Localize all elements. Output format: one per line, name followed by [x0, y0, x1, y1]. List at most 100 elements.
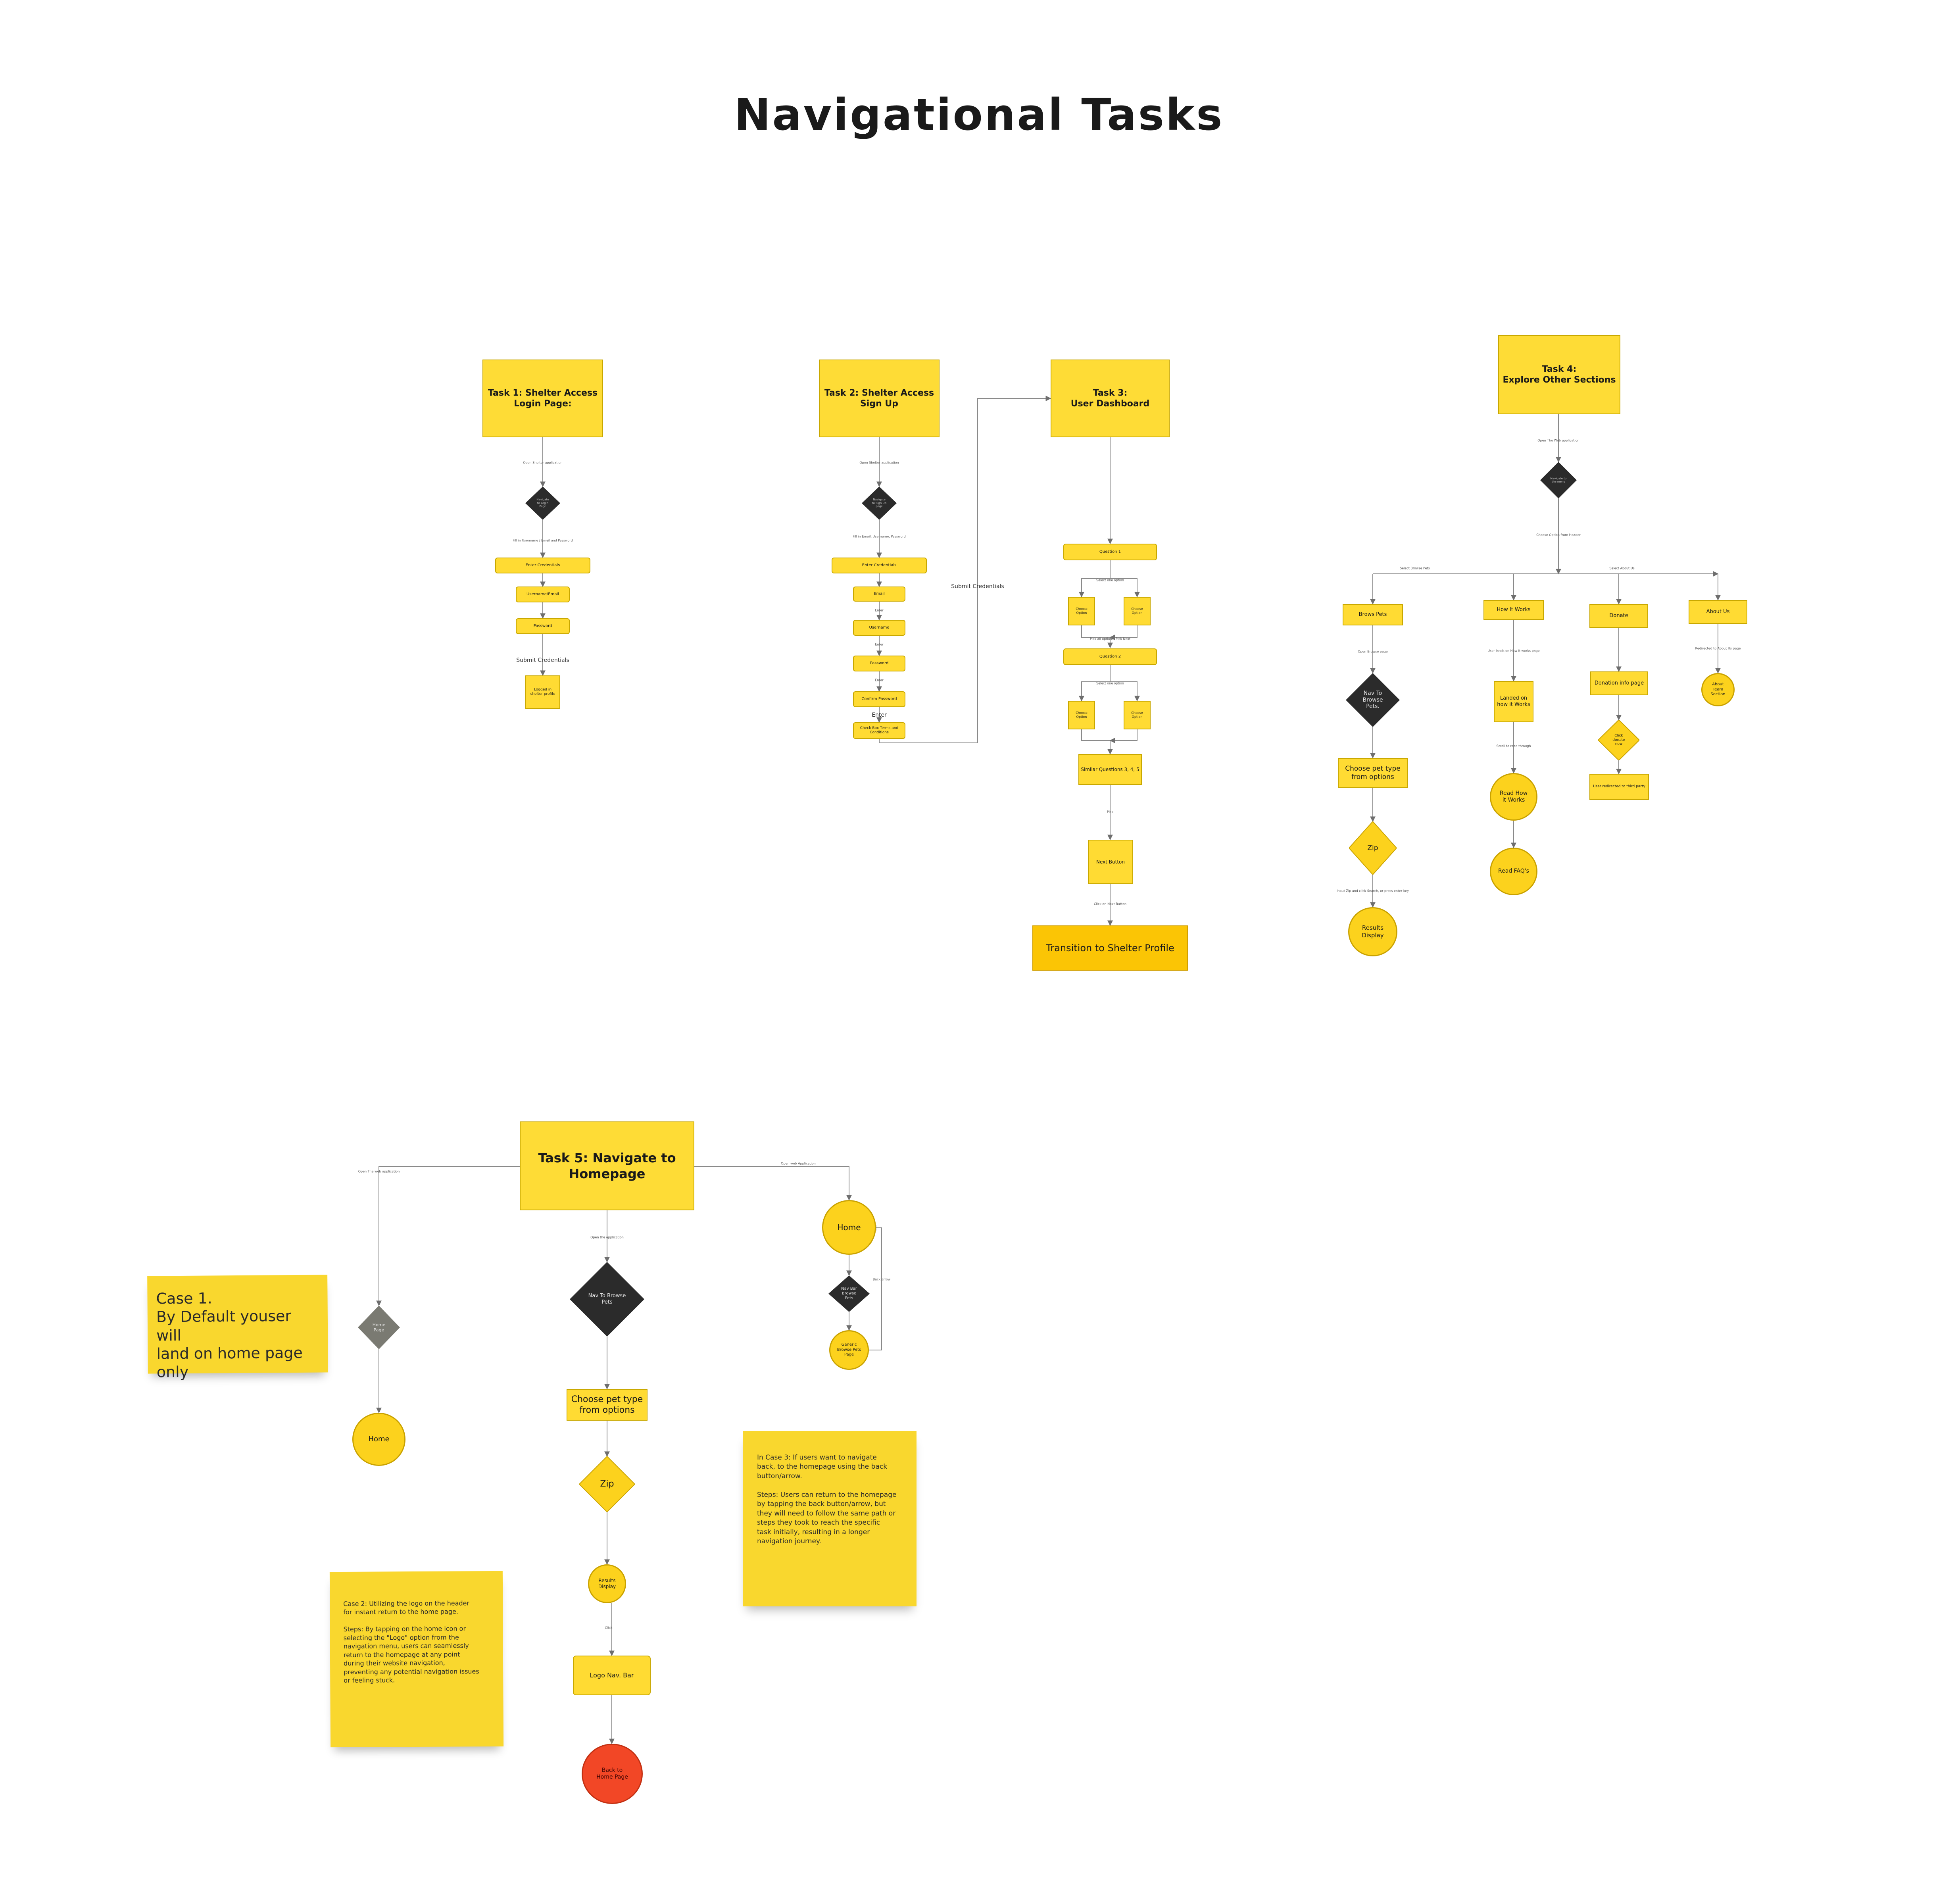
task3-transition[interactable]: Transition to Shelter Profile [1032, 925, 1188, 971]
task5-back-home-page[interactable]: Back to Home Page [582, 1744, 643, 1804]
task1-navigate-decision[interactable]: Navigate to Login Page [525, 487, 560, 520]
task2-username-field[interactable]: Username [853, 620, 905, 636]
task2-decision-label: Navigate to Sign Up page [872, 498, 887, 508]
edge [376, 1166, 520, 1306]
task3-next-button[interactable]: Next Button [1088, 840, 1133, 884]
task2-password-field[interactable]: Password [853, 656, 905, 671]
task1-password-field[interactable]: Password [516, 618, 570, 634]
sticky-note-case3[interactable]: In Case 3: If users want to navigate bac… [743, 1431, 917, 1606]
task3-choose-label-1: Choose Option [1076, 607, 1088, 615]
task2-terms-checkbox[interactable]: Check Box Terms and Conditions [853, 722, 905, 739]
task4-read-faq[interactable]: Read FAQ's [1490, 848, 1537, 895]
task2-enter-label-3: Enter [875, 678, 884, 682]
task4-redirect-third-party[interactable]: User redirected to third party [1589, 774, 1649, 800]
task3-title: Task 3: User Dashboard [1070, 388, 1150, 409]
case1-text: Case 1. By Default youser will land on h… [156, 1289, 303, 1381]
task4-donation-info[interactable]: Donation info page [1590, 671, 1648, 695]
task3-q1-option-b[interactable]: Choose Option [1124, 597, 1151, 625]
task5-logo-nav-bar[interactable]: Logo Nav. Bar [573, 1656, 651, 1695]
task3-q2-option-b[interactable]: Choose Option [1124, 701, 1151, 729]
task1-open-label: Open Shelter application [523, 461, 563, 465]
task2-email-field[interactable]: Email [853, 587, 905, 602]
task4-title-box[interactable]: Task 4: Explore Other Sections [1498, 335, 1620, 414]
task5-home-right[interactable]: Home [822, 1200, 876, 1255]
task1-logged-label: Logged in shelter profile [530, 687, 555, 696]
task4-choose-pet-type[interactable]: Choose pet type from options [1338, 758, 1408, 788]
task4-landed-label: Landed on how it Works [1497, 695, 1530, 708]
task4-menu-decision[interactable]: Navigate to the menu [1540, 462, 1577, 498]
task2-enter-label: Enter Credentials [862, 563, 897, 567]
task4-donate-label: Donate [1609, 612, 1628, 619]
task2-confirm-label: Confirm Password [861, 696, 897, 701]
task4-click-donate-label: Click donate now [1612, 733, 1625, 746]
task4-donate[interactable]: Donate [1589, 604, 1648, 628]
task2-navigate-decision[interactable]: Navigate to Sign Up page [862, 487, 897, 520]
sticky-note-case1[interactable]: Case 1. By Default youser will land on h… [147, 1275, 328, 1381]
task5-nav-browse-decision[interactable]: Nav To Browse Pets [570, 1262, 644, 1337]
task4-browse-pets[interactable]: Brows Pets [1343, 604, 1403, 625]
task4-landed-how[interactable]: Landed on how it Works [1494, 681, 1533, 722]
task3-choose-label-2: Choose Option [1131, 607, 1143, 615]
task1-enter-credentials[interactable]: Enter Credentials [495, 558, 590, 573]
task4-zip-decision[interactable]: Zip [1349, 821, 1397, 875]
task3-q2-option-a[interactable]: Choose Option [1068, 701, 1095, 729]
task5-open-mid-label: Open the application [590, 1235, 624, 1239]
sticky-note-case2[interactable]: Case 2: Utilizing the logo on the header… [329, 1571, 504, 1748]
task5-title-box[interactable]: Task 5: Navigate to Homepage [520, 1121, 694, 1210]
task2-enter-text: Enter [872, 712, 887, 718]
task3-next-label: Next Button [1096, 859, 1125, 865]
edge [1081, 729, 1113, 755]
task4-branch-about-label: Select About Us [1609, 566, 1635, 570]
task4-results-display[interactable]: Results Display [1348, 907, 1397, 956]
task5-nav-bar-decision[interactable]: Nav Bar Browse Pets [828, 1275, 870, 1312]
task5-results-display[interactable]: Results Display [588, 1564, 626, 1603]
task3-q1-label: Question 1 [1099, 549, 1121, 554]
task3-title-box[interactable]: Task 3: User Dashboard [1051, 360, 1170, 437]
task5-home-left[interactable]: Home [352, 1413, 405, 1466]
task4-open-browse-label: Open Browse page [1358, 650, 1388, 654]
task4-decision-label: Navigate to the menu [1550, 477, 1567, 483]
task5-zip-decision[interactable]: Zip [579, 1456, 635, 1512]
task1-submit-label: Submit Credentials [516, 657, 569, 664]
task4-about-label: About Us [1706, 608, 1730, 615]
task4-how-it-works[interactable]: How It Works [1483, 600, 1544, 620]
page-title: Navigational Tasks [734, 89, 1224, 140]
task3-q1-option-a[interactable]: Choose Option [1068, 597, 1095, 625]
task1-logged-in[interactable]: Logged in shelter profile [525, 675, 560, 709]
task5-choose-pet-type[interactable]: Choose pet type from options [567, 1389, 648, 1421]
task3-question1[interactable]: Question 1 [1063, 544, 1157, 560]
task5-back-arrow-label: Back arrow [872, 1277, 891, 1281]
task4-about-us[interactable]: About Us [1689, 600, 1747, 624]
edge [869, 1225, 882, 1350]
task5-home-page-label: Home Page [372, 1322, 386, 1333]
task1-title: Task 1: Shelter Access Login Page: [488, 388, 598, 409]
task4-results-label: Results Display [1362, 924, 1384, 939]
task4-nav-browse-decision[interactable]: Nav To Browse Pets. [1346, 673, 1400, 727]
task2-enter-credentials[interactable]: Enter Credentials [832, 558, 927, 573]
task4-open-label: Open The Web application [1537, 438, 1579, 442]
task4-zip-edge-label: Input Zip and click Search, or press ent… [1337, 889, 1409, 893]
task4-nav-browse-label: Nav To Browse Pets. [1362, 690, 1383, 710]
task5-generic-browse[interactable]: Generic Browse Pets Page [829, 1330, 869, 1370]
task5-logo-label: Logo Nav. Bar [590, 1671, 634, 1679]
task5-home-page-decision[interactable]: Home Page [358, 1306, 400, 1349]
edge [1109, 729, 1138, 743]
task1-title-box[interactable]: Task 1: Shelter Access Login Page: [482, 360, 603, 437]
task3-next-edge-label: Pick [1107, 810, 1113, 814]
task2-title-box[interactable]: Task 2: Shelter Access Sign Up [819, 360, 940, 437]
task2-fill-label: Fill in Email, Username, Password [853, 535, 906, 539]
task3-similar-questions[interactable]: Similar Questions 3, 4, 5 [1078, 754, 1142, 785]
edge [1081, 625, 1113, 648]
task2-confirm-password[interactable]: Confirm Password [853, 691, 905, 707]
task4-branch-browse-label: Select Browse Pets [1400, 566, 1430, 570]
task3-sub-label-2: Select one option [1096, 681, 1124, 685]
task4-read-how[interactable]: Read How it Works [1490, 773, 1537, 821]
task4-about-team[interactable]: About Team Section [1701, 673, 1735, 706]
edge [694, 1166, 852, 1201]
task3-similar-label: Similar Questions 3, 4, 5 [1081, 766, 1139, 772]
task4-scroll-label: Scroll to read through [1496, 744, 1531, 748]
edge [1110, 665, 1140, 702]
task4-click-donate-decision[interactable]: Click donate now [1598, 720, 1639, 760]
task1-username-field[interactable]: Username/Email [516, 587, 570, 602]
task3-question2[interactable]: Question 2 [1063, 648, 1157, 665]
